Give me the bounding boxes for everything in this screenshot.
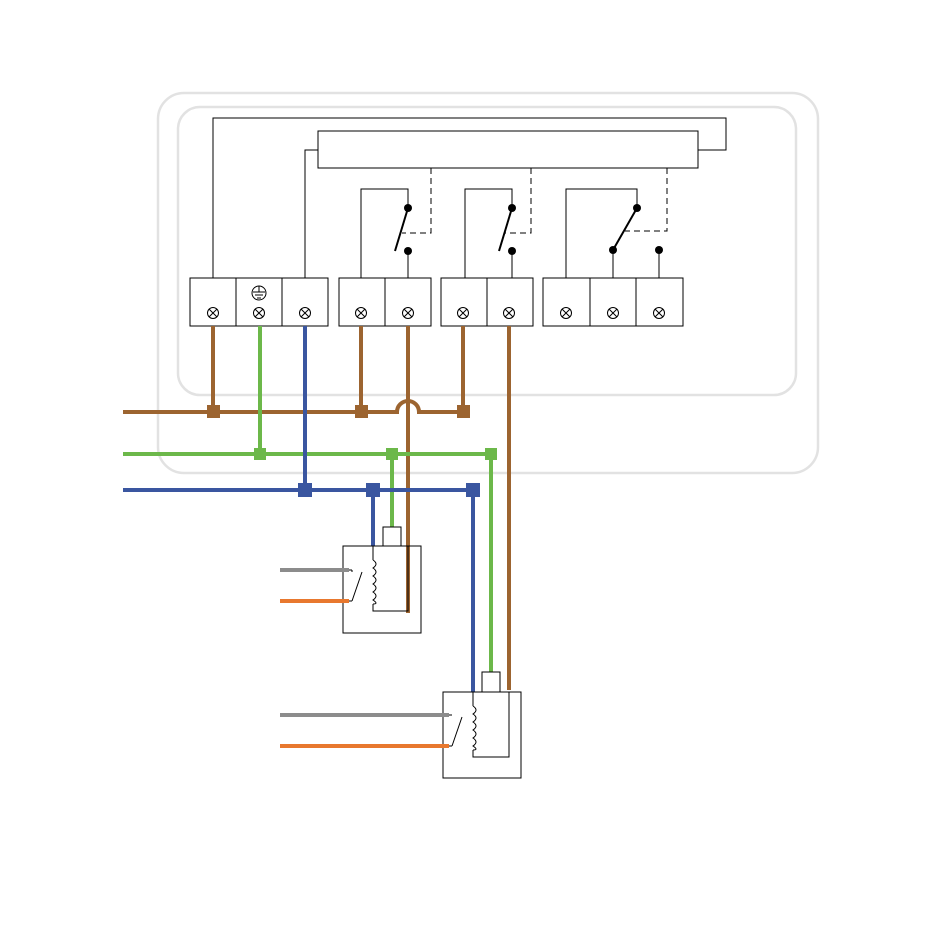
- screw-terminal-icon: [504, 308, 515, 319]
- control-feed-blue: [305, 150, 318, 278]
- screw-terminal-icon: [208, 308, 219, 319]
- screw-terminal-icon: [561, 308, 572, 319]
- brown-wire: [123, 326, 509, 690]
- relay-coil-icon: [373, 560, 376, 604]
- screw-terminals: [208, 308, 665, 687]
- blue-wire: [123, 326, 480, 692]
- control-module-bar: [318, 131, 698, 168]
- switch-contact-icon: [499, 208, 512, 251]
- external-relay-1: [280, 527, 421, 633]
- relay-1-screw-box: [383, 527, 401, 546]
- control-feed-brown: [213, 118, 726, 278]
- relay-2-terminal-block: [441, 278, 533, 326]
- switch-contact-icon: [395, 208, 408, 251]
- external-relay-2: [280, 672, 521, 778]
- earth-ground-icon: [252, 286, 266, 300]
- screw-terminal-icon: [458, 308, 469, 319]
- screw-terminal-icon: [403, 308, 414, 319]
- relay-coil-icon: [473, 706, 476, 750]
- relay-contacts: [361, 168, 667, 278]
- screw-terminal-icon: [608, 308, 619, 319]
- switch-contact-icon: [452, 717, 462, 746]
- relay-2-screw-box: [482, 672, 500, 692]
- relay-1-terminal-block: [339, 278, 431, 326]
- switch-contact-icon: [352, 572, 362, 601]
- junctions: [207, 405, 497, 497]
- control-module: [213, 118, 726, 278]
- screw-terminal-icon: [254, 308, 265, 319]
- screw-terminal-icon: [654, 308, 665, 319]
- switch-contact-icon: [613, 208, 637, 250]
- screw-terminal-icon: [300, 308, 311, 319]
- screw-terminal-icon: [356, 308, 367, 319]
